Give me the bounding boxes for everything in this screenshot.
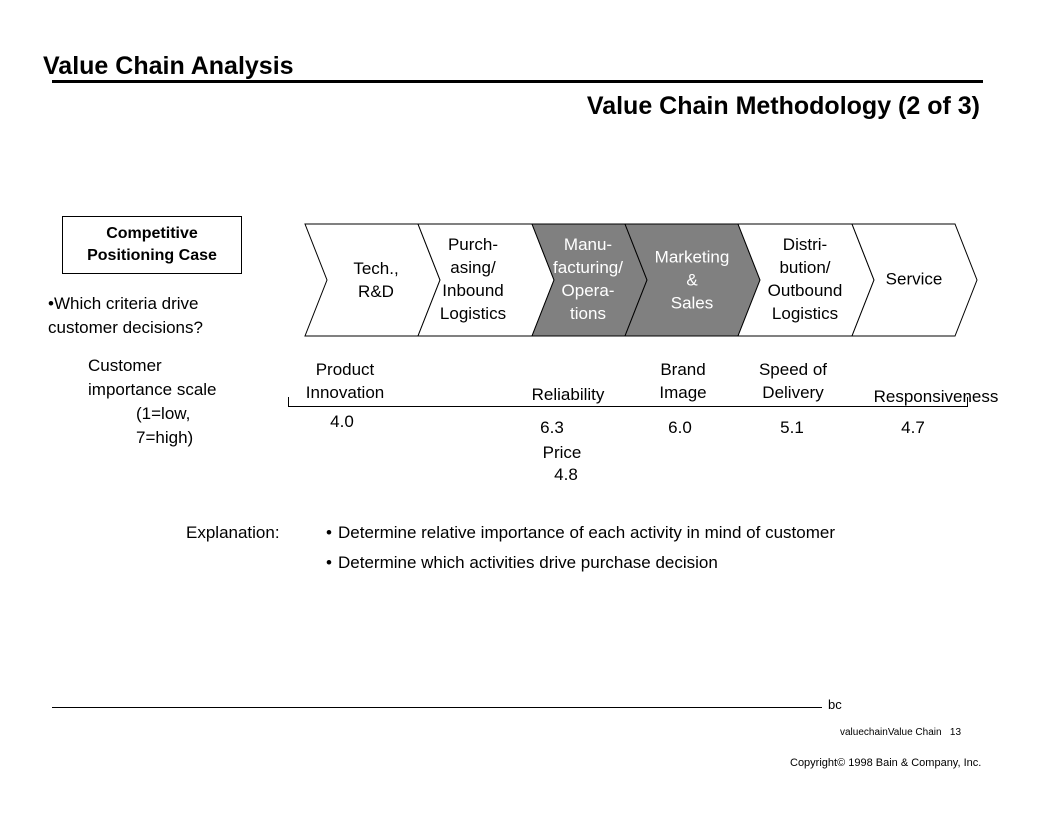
criterion-reliability: Reliability	[531, 385, 605, 404]
score-responsiveness: 4.7	[901, 418, 925, 437]
criteria-bracket	[288, 397, 968, 407]
scale-line: (1=low,	[136, 404, 191, 423]
chain-stage-shape	[851, 223, 978, 337]
scale-line: importance scale	[88, 380, 217, 399]
title-divider	[52, 80, 983, 83]
case-box-label: Competitive Positioning Case	[87, 225, 217, 264]
footer-divider	[52, 707, 822, 708]
stage-label-marketing-sales: Marketing & Sales	[654, 247, 730, 313]
criterion-speed-of-delivery: Speed of Delivery	[758, 360, 828, 402]
page-subtitle: Value Chain Methodology (2 of 3)	[586, 92, 980, 120]
scale-line: 7=high)	[136, 428, 194, 447]
question-line: customer decisions?	[48, 318, 203, 337]
score-product-innovation: 4.0	[330, 412, 354, 431]
score-price: 4.8	[554, 465, 578, 484]
score-speed-of-delivery: 5.1	[780, 418, 804, 437]
criterion-product-innovation: Product Innovation	[305, 360, 385, 402]
footer-page-reference: valuechainValue Chain 13	[840, 727, 962, 738]
scale-line: Customer	[88, 356, 162, 375]
page-title: Value Chain Analysis	[43, 52, 294, 80]
bullet-icon: •	[326, 523, 332, 542]
stage-label-purchasing: Purch- asing/ Inbound Logistics	[439, 235, 507, 323]
score-brand-image: 6.0	[668, 418, 692, 437]
explanation-label: Explanation:	[186, 523, 280, 542]
question-line: •Which criteria drive	[48, 294, 199, 313]
score-reliability: 6.3	[540, 418, 564, 437]
footer-copyright: Copyright© 1998 Bain & Company, Inc.	[790, 757, 982, 769]
question-text: •Which criteria drive customer decisions…	[48, 292, 203, 340]
competitive-positioning-case-box: Competitive Positioning Case	[62, 216, 242, 274]
explanation-bullet: • Determine relative importance of each a…	[326, 523, 835, 543]
criterion-brand-image: Brand Image	[659, 360, 707, 402]
bullet-icon: •	[326, 553, 332, 572]
explanation-bullet-text: Determine relative importance of each ac…	[338, 523, 835, 542]
importance-scale-label: Customer importance scale (1=low, 7=high…	[88, 354, 217, 450]
criterion-price: Price	[542, 443, 582, 462]
stage-label-service: Service	[885, 269, 943, 289]
stage-label-manufacturing: Manu- facturing/ Opera- tions	[553, 235, 623, 323]
stage-label-distribution: Distri- bution/ Outbound Logistics	[767, 235, 843, 323]
explanation-bullet-text: Determine which activities drive purchas…	[338, 553, 718, 572]
stage-label-tech-rd: Tech., R&D	[353, 259, 399, 301]
footer-logo: bc	[828, 697, 842, 712]
explanation-bullet: • Determine which activities drive purcha…	[326, 553, 718, 573]
